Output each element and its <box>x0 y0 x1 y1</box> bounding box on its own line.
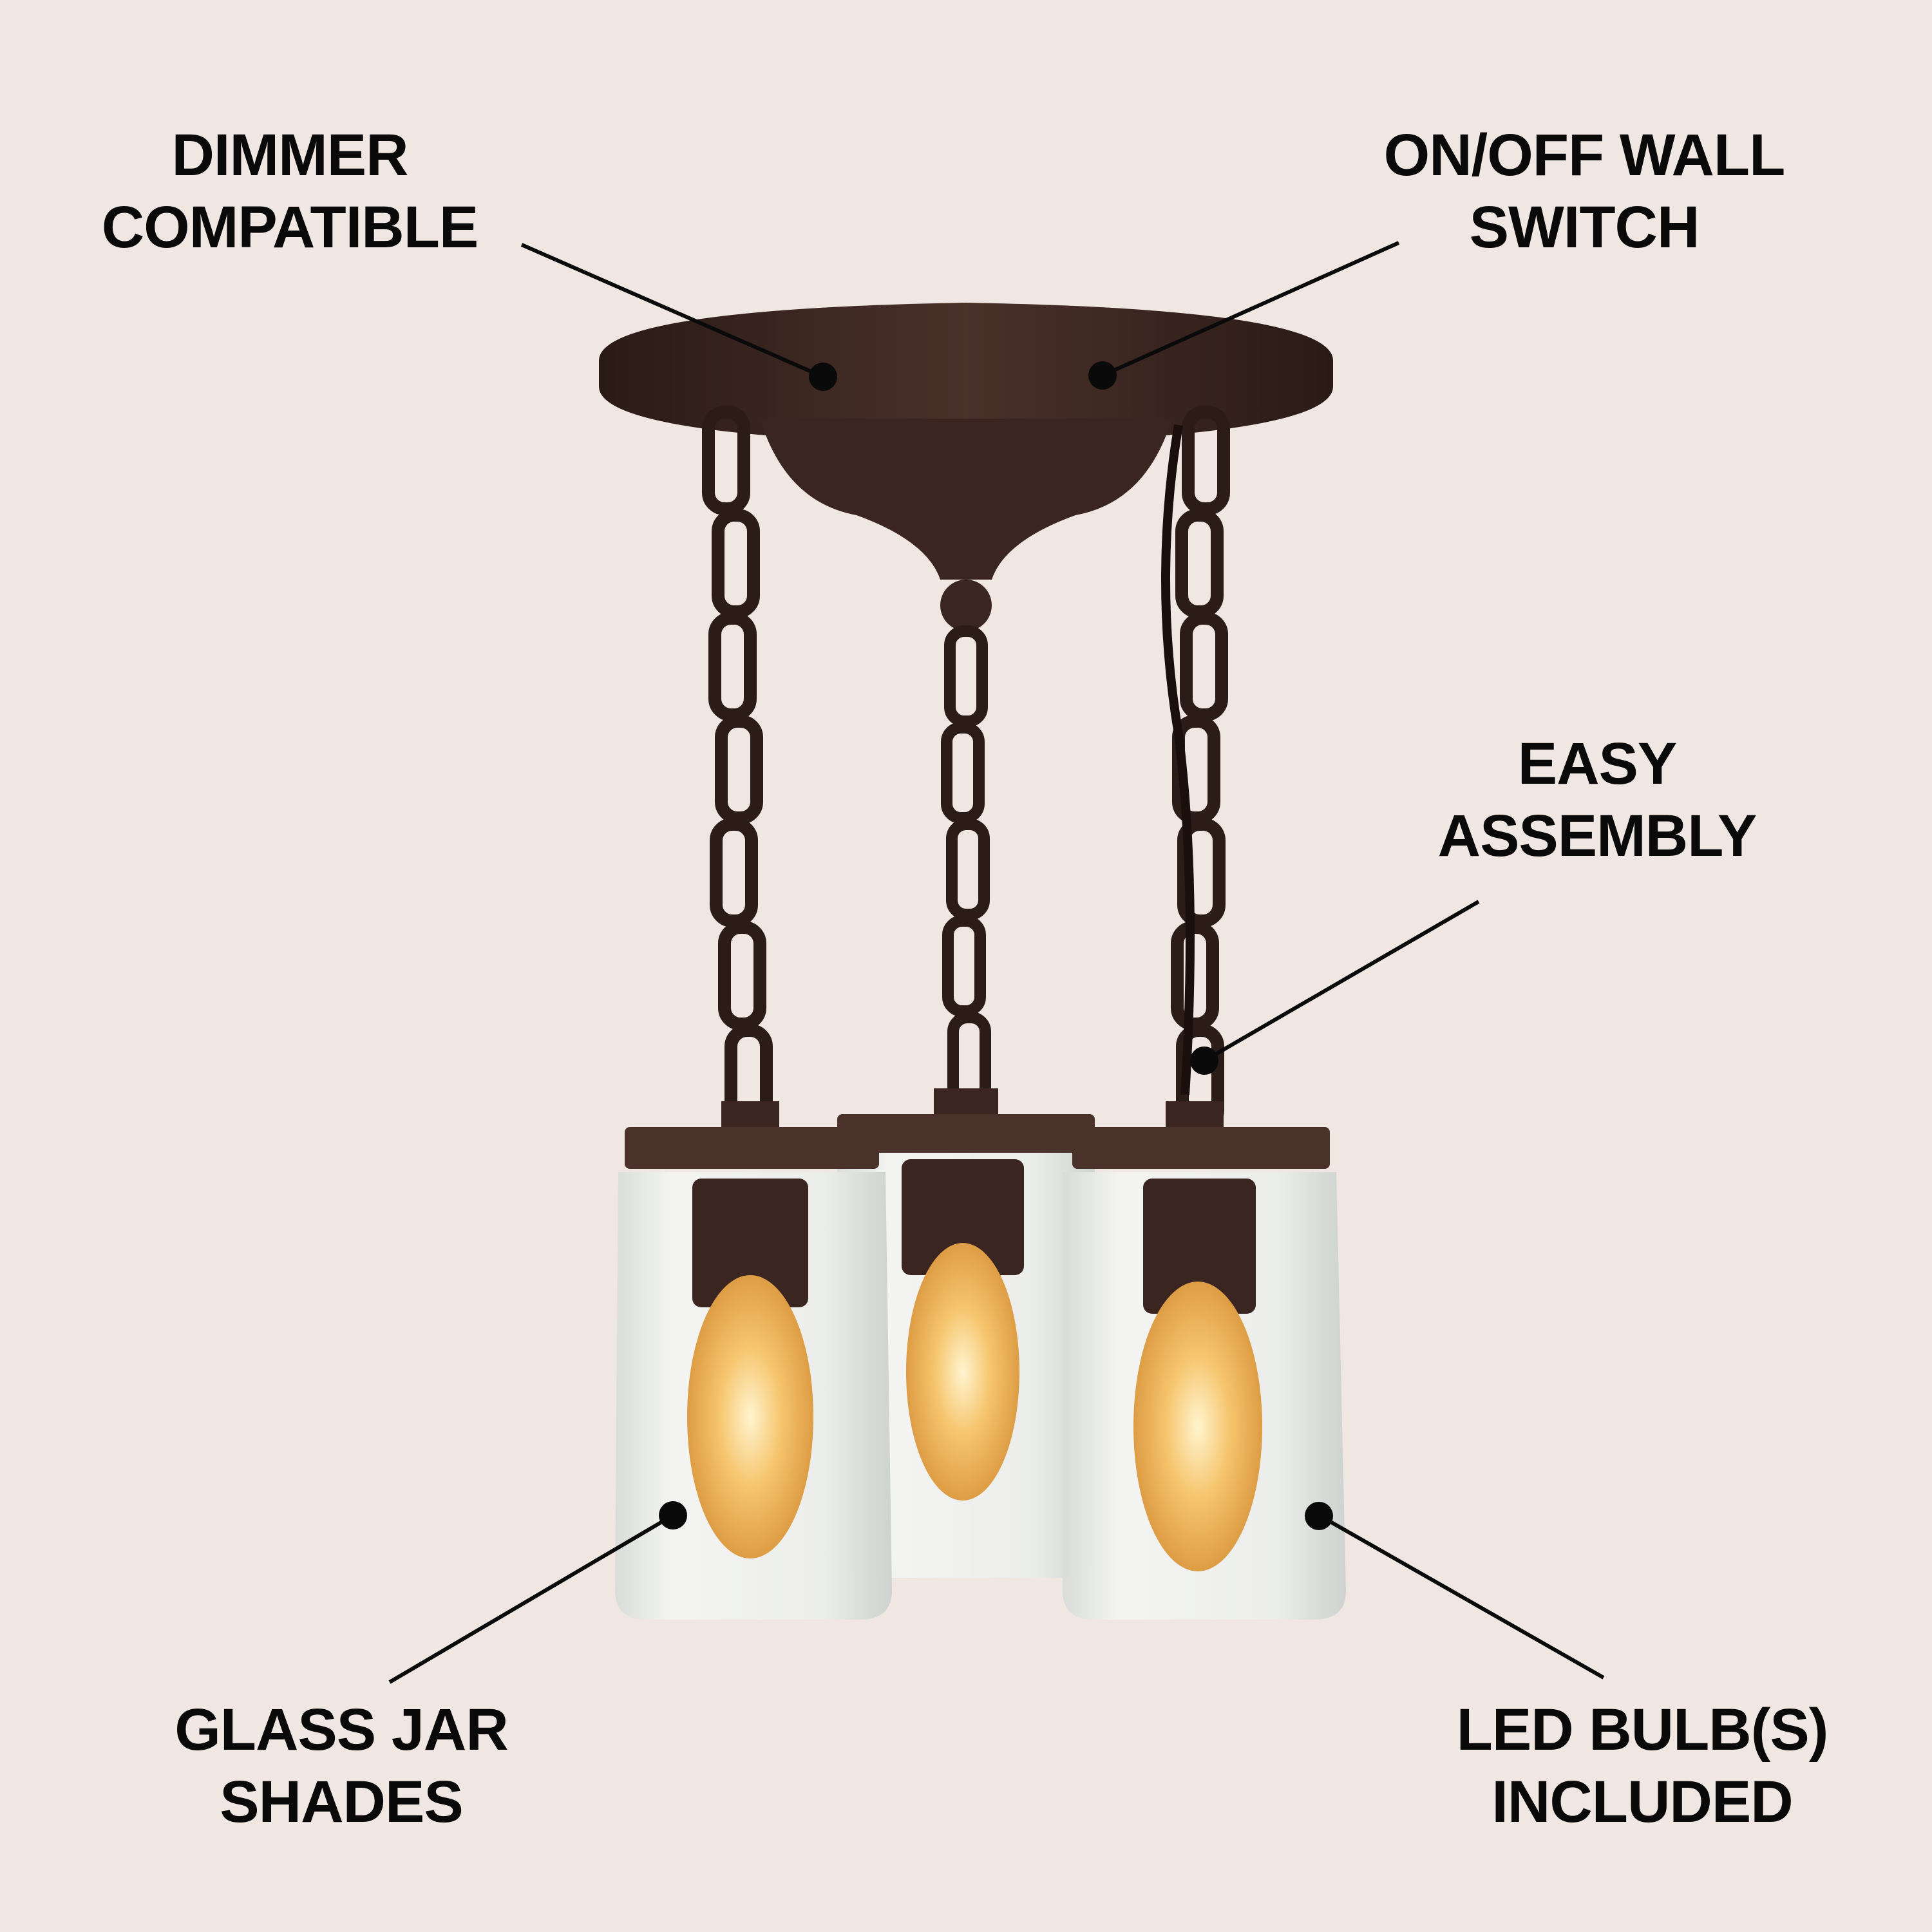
chain-center <box>941 625 991 1107</box>
label-line: LED BULB(S) <box>1456 1697 1829 1763</box>
label-line: ON/OFF WALL <box>1383 122 1786 188</box>
label-line: INCLUDED <box>1492 1769 1793 1835</box>
label-line: EASY <box>1517 731 1678 797</box>
glass-jar-shades-label: GLASS JAR SHADES <box>148 1694 535 1838</box>
led-bulbs-label: LED BULB(S) INCLUDED <box>1436 1694 1848 1838</box>
wall-switch-label: ON/OFF WALL SWITCH <box>1352 119 1816 263</box>
label-line: COMPATIBLE <box>101 194 479 260</box>
label-line: DIMMER <box>171 122 408 188</box>
dimmer-compatible-label: DIMMER COMPATIBLE <box>84 119 496 263</box>
chain-left <box>702 406 773 1133</box>
right-jar <box>1063 1101 1346 1620</box>
callout-lines <box>388 241 1605 1684</box>
callout-dots <box>659 361 1333 1530</box>
left-jar <box>615 1101 892 1620</box>
label-line: SHADES <box>220 1769 463 1835</box>
power-cord <box>1161 424 1195 1095</box>
label-line: SWITCH <box>1469 194 1700 260</box>
label-line: ASSEMBLY <box>1437 803 1757 869</box>
easy-assembly-label: EASY ASSEMBLY <box>1404 728 1790 872</box>
label-line: GLASS JAR <box>175 1697 509 1763</box>
ceiling-canopy <box>599 303 1333 631</box>
center-jar <box>837 1088 1095 1578</box>
